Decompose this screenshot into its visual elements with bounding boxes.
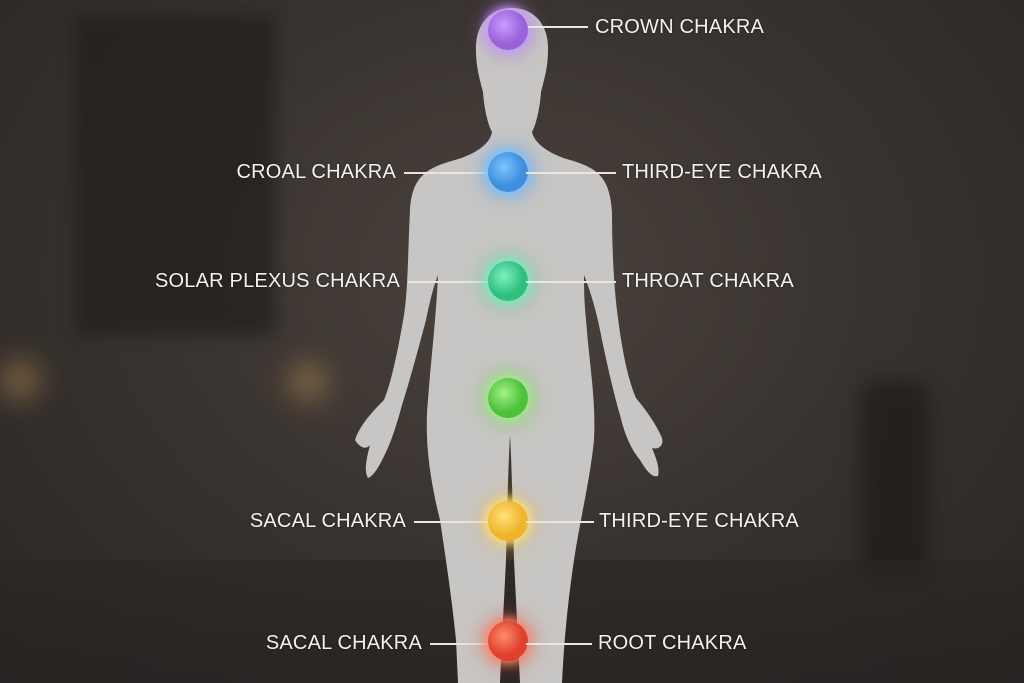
throat-chakra-label: THROAT CHAKRA xyxy=(622,270,794,292)
sacal-chakra-label-2: SACAL CHAKRA xyxy=(265,632,422,654)
blue-chakra-gem xyxy=(488,152,528,192)
yellow-chakra-gem xyxy=(488,501,528,541)
red-left-leader-line xyxy=(430,643,490,645)
teal-right-leader-line xyxy=(526,281,616,283)
blue-right-leader-line xyxy=(526,172,616,174)
solar-plexus-chakra-label: SOLAR PLEXUS CHAKRA xyxy=(155,270,400,292)
background-light xyxy=(0,360,40,400)
croal-chakra-label: CROAL CHAKRA xyxy=(236,161,396,183)
teal-left-leader-line xyxy=(408,281,490,283)
teal-chakra-gem xyxy=(488,261,528,301)
red-right-leader-line xyxy=(526,643,592,645)
third-eye-chakra-label: THIRD-EYE CHAKRA xyxy=(622,161,822,183)
green-chakra-gem xyxy=(488,378,528,418)
yellow-right-leader-line xyxy=(526,521,594,523)
third-eye-chakra-label-2: THIRD-EYE CHAKRA xyxy=(599,510,799,532)
crown-chakra-gem xyxy=(488,10,528,50)
sacal-chakra-label: SACAL CHAKRA xyxy=(249,510,406,532)
root-chakra-label: ROOT CHAKRA xyxy=(598,632,747,654)
crown-leader-line xyxy=(528,26,588,28)
background-vase xyxy=(860,380,930,580)
background-picture-frame xyxy=(75,15,275,335)
red-chakra-gem xyxy=(488,621,528,661)
background-light xyxy=(288,362,328,402)
crown-chakra-label: CROWN CHAKRA xyxy=(595,16,765,38)
yellow-left-leader-line xyxy=(414,521,490,523)
blue-left-leader-line xyxy=(404,172,490,174)
